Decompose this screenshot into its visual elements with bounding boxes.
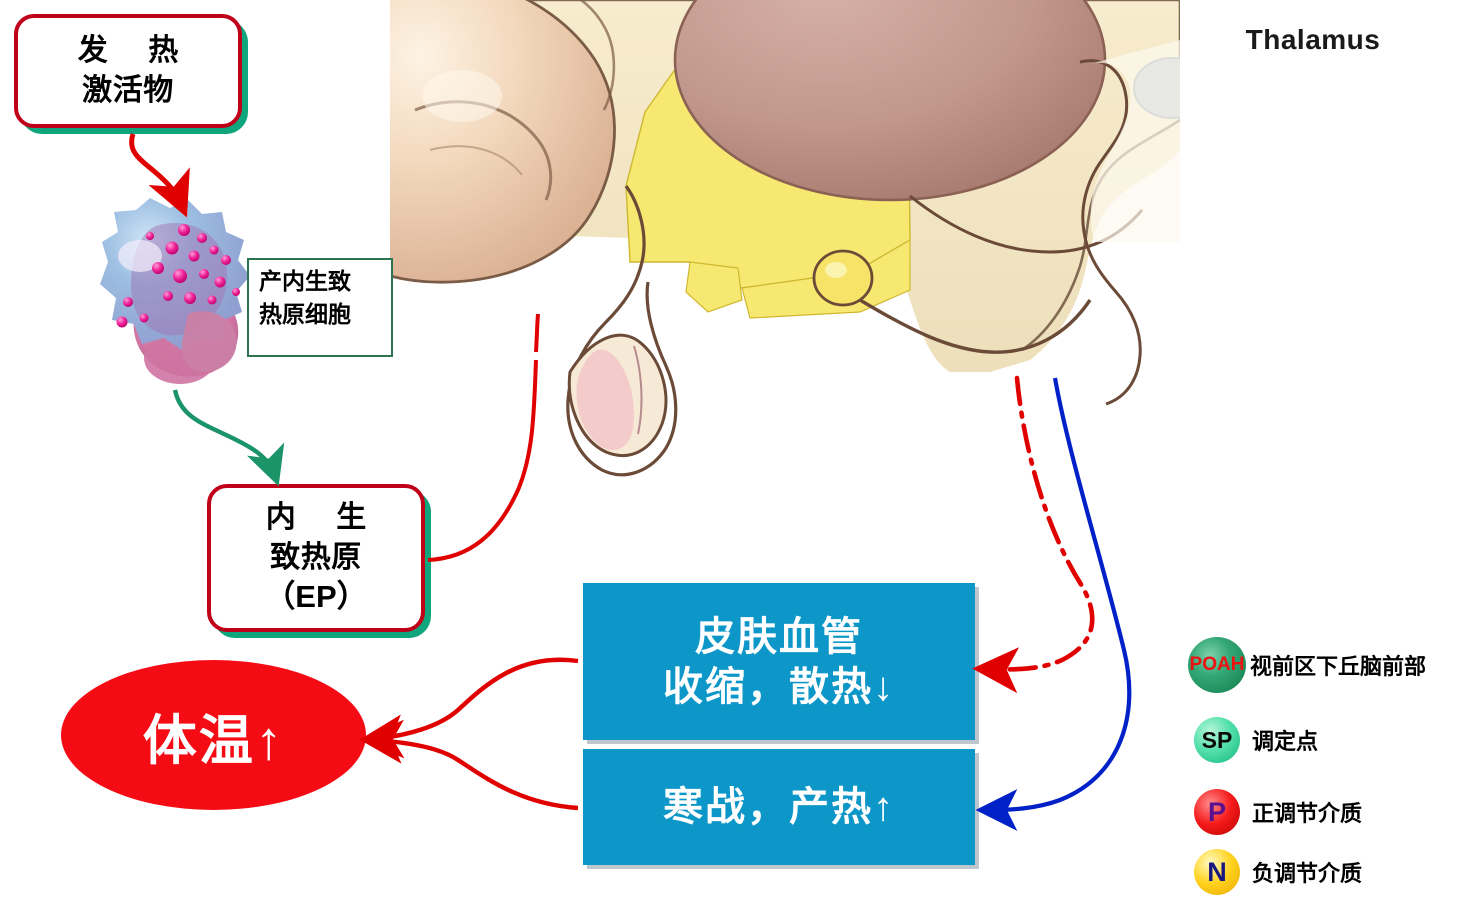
shiver-line1: 寒战，产热↑: [663, 784, 895, 829]
legend-item-sp[interactable]: SP 调定点: [1194, 717, 1318, 763]
thalamus-label: Thalamus: [1245, 24, 1381, 55]
legend-item-poah[interactable]: POAH 视前区下丘脑前部: [1188, 637, 1426, 693]
vaso-line2: 收缩，散热↓: [663, 663, 895, 709]
legend-item-n[interactable]: N 负调节介质: [1194, 849, 1362, 895]
n-label: 负调节介质: [1252, 861, 1363, 886]
pyrogen-cell-caption-line1: 产内生致: [259, 269, 351, 294]
arrow-shivering-to-temp: [358, 719, 579, 811]
ep-line3: （EP）: [264, 579, 368, 615]
p-badge: P: [1194, 789, 1240, 835]
body-temperature-label: 体温↑: [142, 710, 285, 771]
legend-item-p[interactable]: P 正调节介质: [1194, 789, 1362, 835]
vaso-line1: 皮肤血管: [695, 613, 863, 659]
poah-badge: POAH: [1188, 637, 1246, 693]
p-label: 正调节介质: [1252, 801, 1363, 826]
shivering-box[interactable]: 寒战，产热↑: [583, 749, 975, 865]
fever-activator-box[interactable]: 发 热 激活物: [14, 14, 242, 128]
arrow-vasoconstriction-to-temp: [358, 657, 579, 759]
pyrogen-producing-cell-image: [84, 196, 264, 386]
ep-line2: 致热原: [270, 540, 362, 574]
poah-label: 视前区下丘脑前部: [1250, 654, 1427, 679]
arrow-cell-to-ep: [172, 389, 285, 487]
legend: POAH 视前区下丘脑前部 SP 调定点 P 正调节介质 N 负调节介质: [1188, 637, 1479, 897]
n-badge: N: [1194, 849, 1240, 895]
brain-sagittal-illustration: Thalamus: [390, 0, 1380, 495]
pyrogen-cell-caption-box[interactable]: 产内生致 热原细胞: [247, 258, 393, 357]
pyrogen-cell-caption-line2: 热原细胞: [259, 301, 351, 327]
skin-vasoconstriction-box[interactable]: 皮肤血管 收缩，散热↓: [583, 583, 975, 740]
ep-line1: 内 生: [265, 500, 383, 534]
sp-label: 调定点: [1252, 729, 1319, 754]
body-temperature-ellipse[interactable]: 体温↑: [61, 660, 366, 810]
fever-activator-line1: 发 热: [77, 34, 195, 68]
endogenous-pyrogen-box[interactable]: 内 生 致热原 （EP）: [207, 484, 425, 632]
fever-activator-line2: 激活物: [82, 74, 174, 107]
sp-badge: SP: [1194, 717, 1240, 763]
